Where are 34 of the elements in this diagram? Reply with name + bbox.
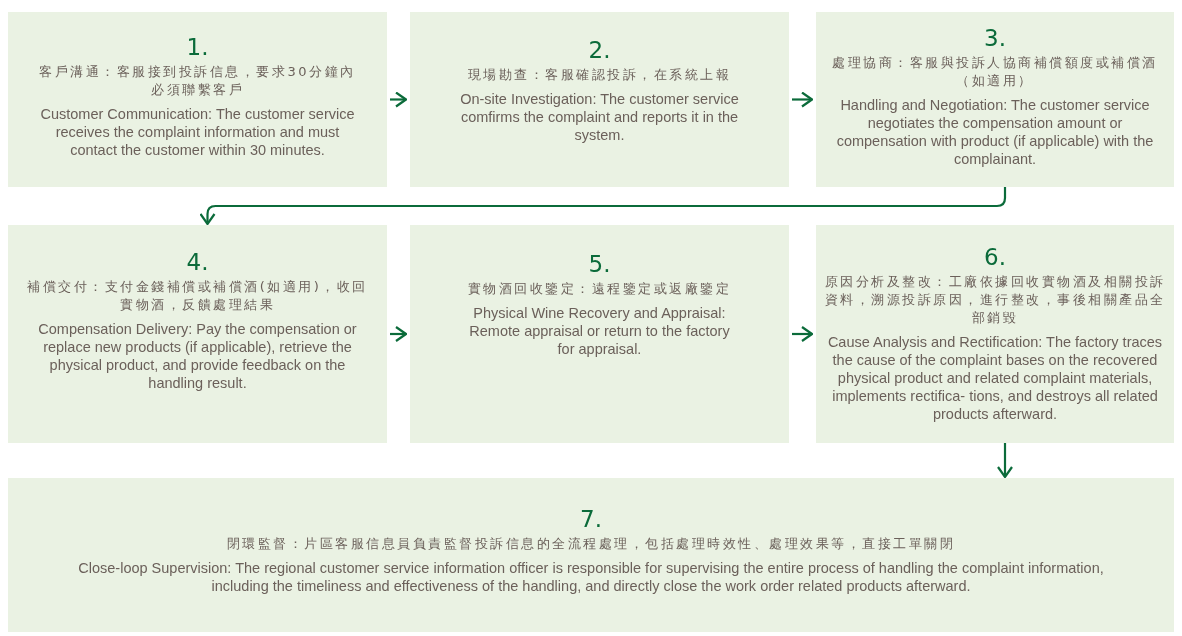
chinese-description: 客戶溝通：客服接到投訴信息，要求30分鐘內必須聯繫客戶 — [38, 62, 357, 99]
chinese-description: 閉環監督：片區客服信息員負責監督投訴信息的全流程處理，包括處理時效性、處理效果等，直接工單關閉 — [226, 535, 956, 553]
step-number: 6. — [984, 243, 1006, 271]
process-box — [8, 12, 387, 187]
english-description: On-site Investigation: The customer service comfirms the complaint and reports it in the system. — [459, 89, 740, 144]
english-description: Compensation Delivery: Pay the compensation or replace new products (if applicable), retrieve the physical product, and provide feedback on the handling result. — [37, 320, 358, 392]
arrow — [792, 91, 814, 108]
process-box — [816, 12, 1174, 187]
arrow — [390, 325, 408, 343]
step-number: 4. — [186, 248, 209, 276]
step-number: 1. — [186, 32, 209, 61]
arrow — [199, 187, 1007, 226]
step-number: 3. — [984, 23, 1006, 52]
chinese-description: 補償交付：支付金錢補償或補償酒(如適用)，收回實物酒，反饋處理結果 — [26, 278, 369, 314]
process-box — [410, 12, 789, 187]
chinese-description: 原因分析及整改：工廠依據回收實物酒及相關投訴資料，溯源投訴原因，進行整改，事後相關產品全部銷毀 — [824, 273, 1166, 327]
english-description: Handling and Negotiation: The customer service negotiates the compensation amount or compensation with product (if applicable) with the complainant. — [835, 95, 1155, 168]
step-number: 7. — [580, 505, 602, 533]
chinese-description: 現場勘查：客服確認投訴，在系統上報 — [467, 65, 732, 84]
arrow — [792, 325, 814, 343]
chinese-description: 實物酒回收鑒定：遠程鑒定或返廠鑒定 — [467, 280, 732, 298]
arrow — [996, 443, 1014, 479]
english-description: Physical Wine Recovery and Appraisal: Remote appraisal or return to the factory for appraisal. — [468, 304, 731, 358]
chinese-description: 處理協商：客服與投訴人協商補償額度或補償酒（如適用） — [831, 53, 1159, 90]
process-box — [410, 225, 789, 443]
arrow — [390, 91, 408, 108]
english-description: Close-loop Supervision: The regional customer service information officer is responsible for supervising the entire process of handling the complaint information, including the timeliness and effectiveness of the handling, and directly close the work order related products afterward. — [77, 559, 1105, 595]
process-box — [8, 225, 387, 443]
step-number: 5. — [588, 250, 611, 278]
english-description: Customer Communication: The customer service receives the complaint information and must contact the customer within 30 minutes. — [39, 104, 356, 159]
process-box — [816, 225, 1174, 443]
english-description: Cause Analysis and Rectification: The factory traces the cause of the complaint bases on the recovered physical product and related complaint materials, implements rectifica- tions, and destroys all related products afterward. — [826, 333, 1164, 423]
step-number: 2. — [588, 35, 611, 64]
process-box — [8, 478, 1174, 632]
